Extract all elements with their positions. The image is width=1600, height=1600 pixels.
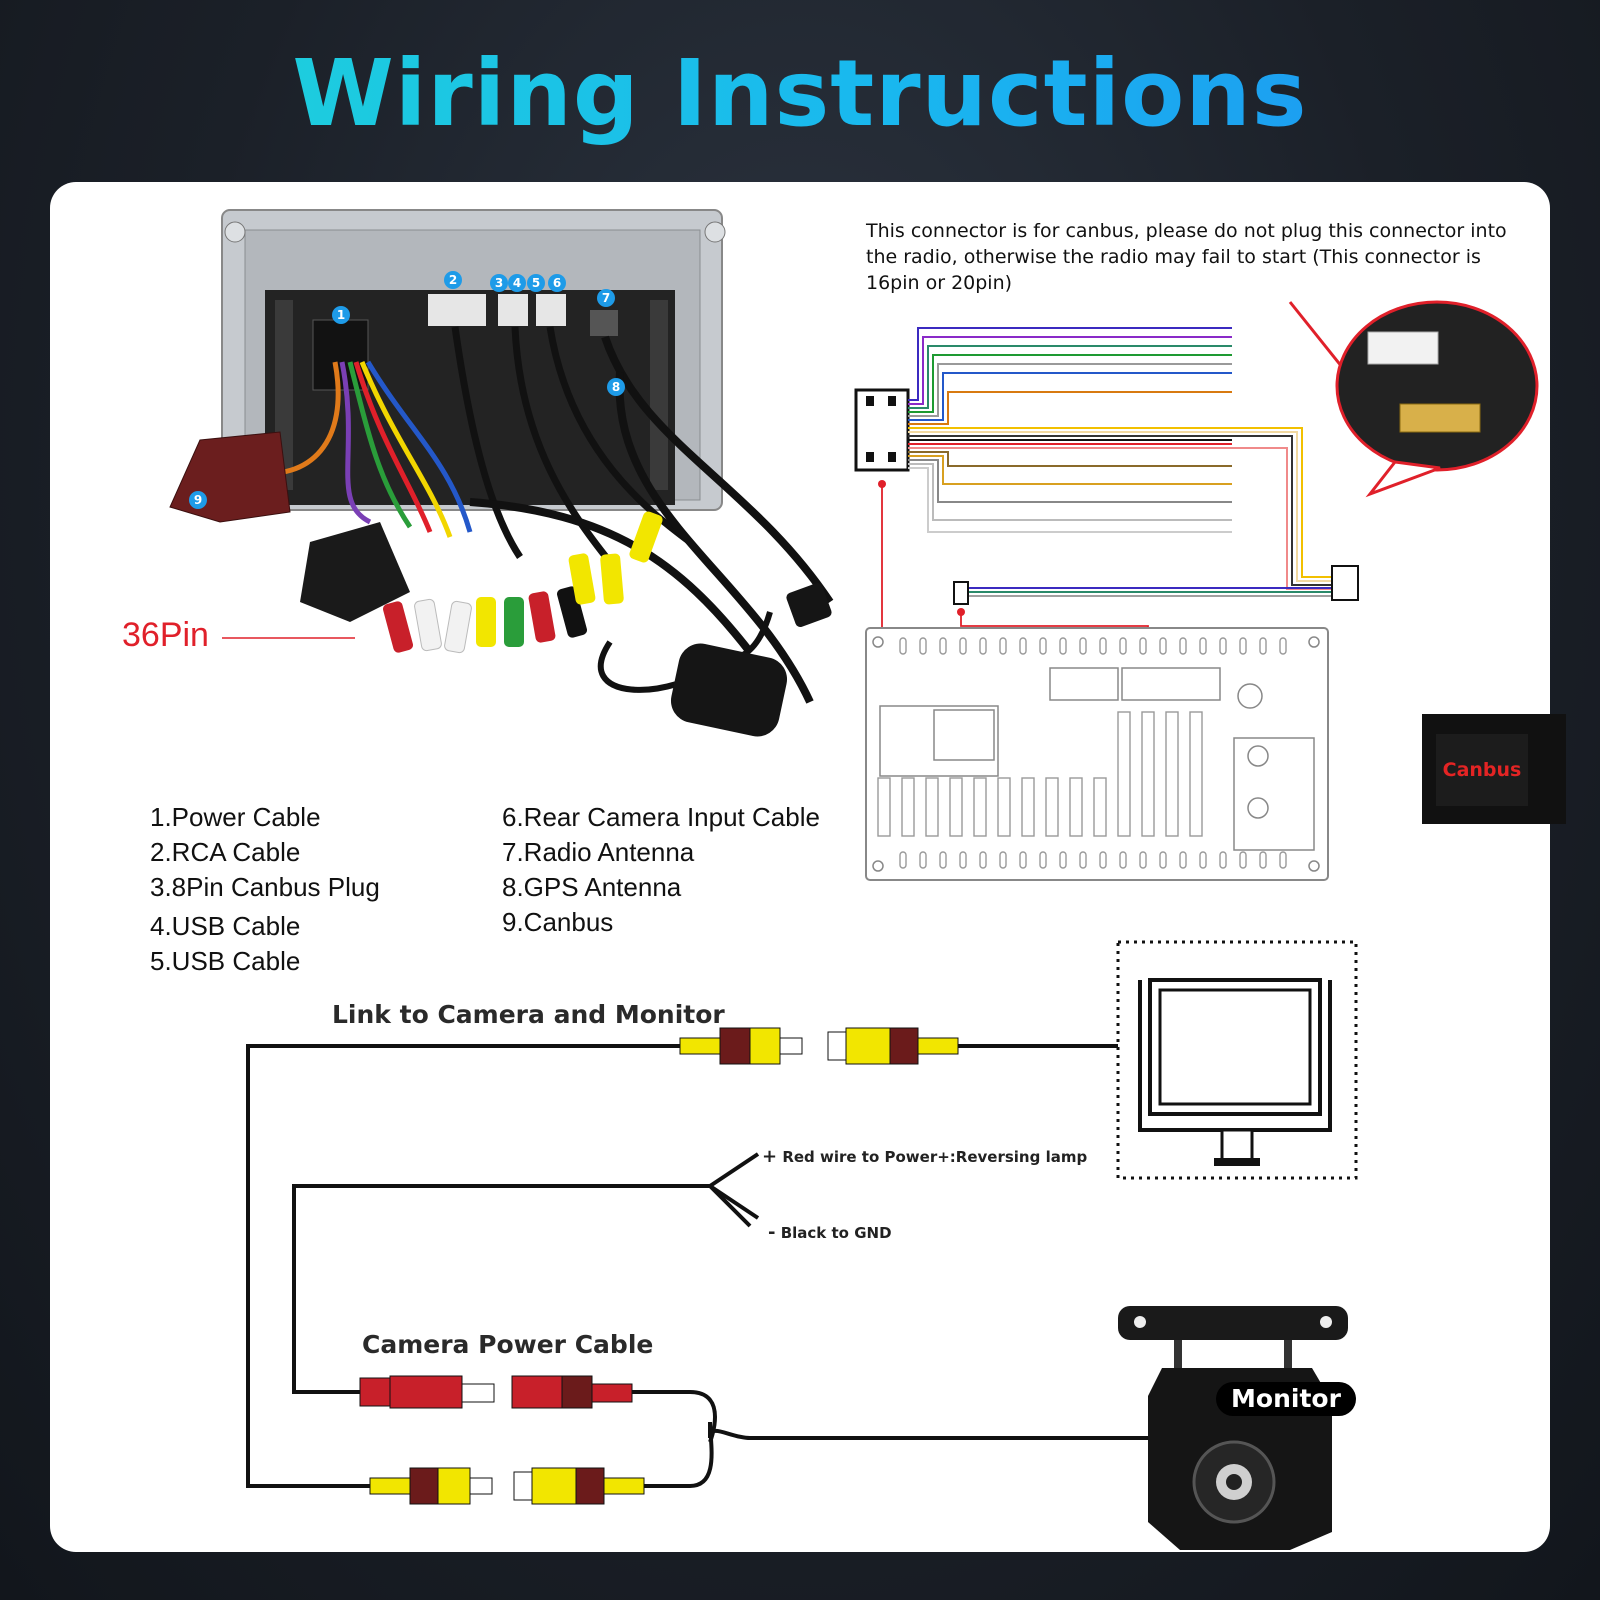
canbus-connector-note: This connector is for canbus, please do … — [866, 220, 1507, 294]
callout-5: 5 — [527, 274, 545, 292]
callout-8: 8 — [607, 378, 625, 396]
minus-sign: - — [768, 1222, 776, 1243]
callout-4: 4 — [508, 274, 526, 292]
legend-item-radio-antenna: 7.Radio Antenna — [502, 837, 695, 867]
callout-6: 6 — [548, 274, 566, 292]
red-wire-instruction: + Red wire to Power+:Reversing lamp — [762, 1146, 1087, 1167]
legend-item-rear-camera-input: 6.Rear Camera Input Cable — [502, 802, 820, 832]
canbus-harness — [854, 300, 1539, 881]
callout-2-text: 2 — [449, 273, 457, 287]
legend-item-canbus: 9.Canbus — [502, 907, 614, 937]
plus-sign: + — [762, 1146, 778, 1167]
legend-item-gps-antenna: 8.GPS Antenna — [502, 872, 682, 902]
callout-8-text: 8 — [612, 380, 620, 394]
head-unit-illustration — [169, 209, 834, 737]
callout-3: 3 — [490, 274, 508, 292]
harness-36pin-label: 36Pin — [122, 616, 209, 654]
callout-markers: 1 2 3 4 5 6 7 8 9 — [189, 271, 625, 509]
legend-item-canbus-plug: 3.8Pin Canbus Plug — [150, 872, 380, 902]
diagram-panel: 1 2 3 4 5 6 7 8 9 — [50, 182, 1566, 1552]
callout-1-text: 1 — [337, 308, 345, 322]
callout-2: 2 — [444, 271, 462, 289]
canbus-module: Canbus — [1422, 714, 1566, 824]
black-wire-label: Black to GND — [780, 1224, 892, 1242]
camera-monitor-link-label: Link to Camera and Monitor — [332, 1000, 725, 1029]
legend-item-usb-cable-1: 4.USB Cable — [150, 911, 301, 941]
camera-power-cable-label: Camera Power Cable — [362, 1330, 654, 1359]
callout-9: 9 — [189, 491, 207, 509]
legend-item-rca-cable: 2.RCA Cable — [150, 837, 301, 867]
page-title: Wiring Instructions — [0, 40, 1600, 147]
backplate-slots — [877, 637, 1287, 869]
callout-3-text: 3 — [495, 276, 503, 290]
canbus-module-label: Canbus — [1436, 734, 1528, 806]
callout-1: 1 — [332, 306, 350, 324]
legend-item-usb-cable-2: 5.USB Cable — [150, 946, 301, 976]
callout-7-text: 7 — [602, 291, 610, 305]
legend-item-power-cable: 1.Power Cable — [150, 802, 321, 832]
camera-wiring — [246, 940, 1358, 1550]
callout-4-text: 4 — [513, 276, 521, 290]
monitor-badge: Monitor — [1216, 1382, 1356, 1416]
callout-5-text: 5 — [532, 276, 540, 290]
callout-9-text: 9 — [194, 493, 202, 507]
callout-6-text: 6 — [553, 276, 561, 290]
black-wire-instruction: - Black to GND — [768, 1222, 892, 1243]
callout-7: 7 — [597, 289, 615, 307]
red-wire-label: Red wire to Power+:Reversing lamp — [782, 1148, 1088, 1166]
